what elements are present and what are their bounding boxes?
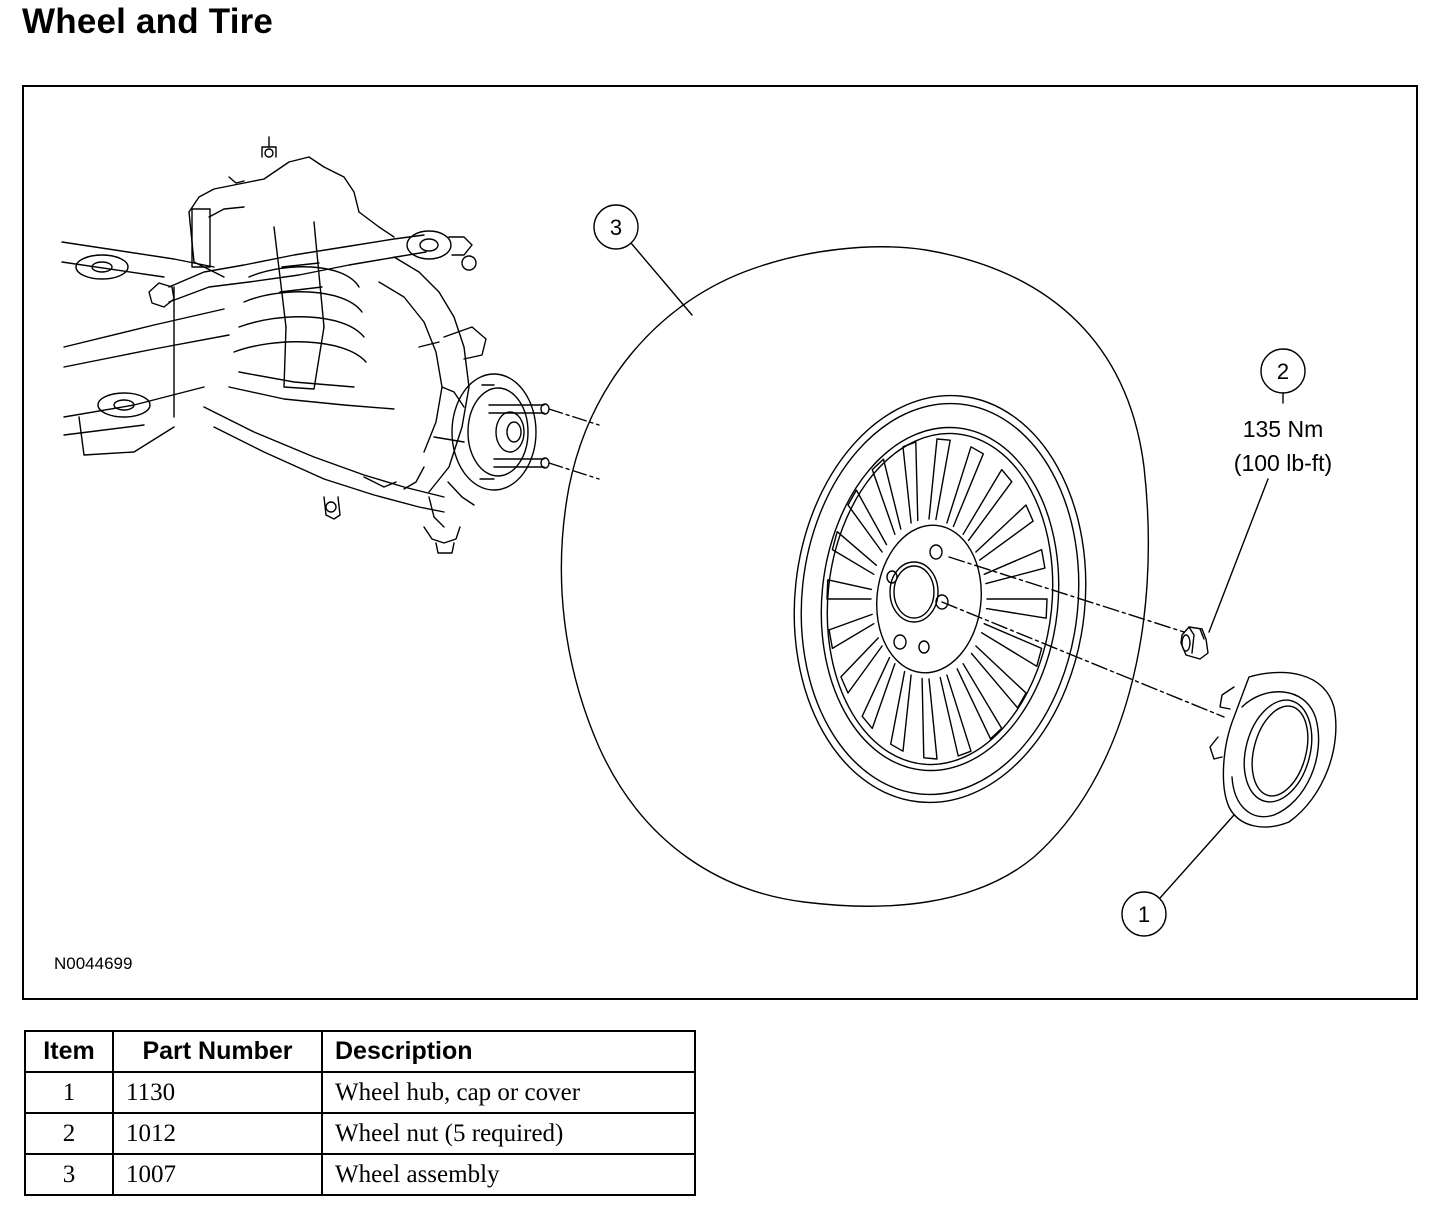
cell-part-number: 1007 [112, 1153, 323, 1196]
callout-1-number: 1 [1138, 902, 1150, 927]
torque-lbft-label: (100 lb-ft) [1234, 450, 1332, 476]
wheel-spoke [902, 441, 919, 524]
cell-part-number: 1012 [112, 1112, 323, 1155]
wheel-spoke [983, 548, 1046, 585]
wheel-spoke [847, 489, 888, 553]
wheel-spoke [946, 446, 984, 528]
wheel-spoke [956, 663, 1003, 740]
wheel-spoke [985, 598, 1048, 619]
callout-3-number: 3 [610, 215, 622, 240]
wheel-nut-illustration [1180, 626, 1209, 660]
cell-description: Wheel assembly [321, 1153, 696, 1196]
cell-part-number: 1130 [112, 1071, 323, 1114]
nut-centerline [948, 556, 1185, 633]
diagram-frame: 3 2 135 Nm (100 lb-ft) 1 N0044699 [22, 85, 1418, 1000]
table-row: 3 1007 Wheel assembly [24, 1153, 696, 1196]
wheel-spoke [828, 613, 875, 650]
parts-table: Item Part Number Description 1 1130 Whee… [24, 1030, 696, 1196]
cell-description: Wheel nut (5 required) [321, 1112, 696, 1155]
wheel-spoke [939, 674, 972, 757]
page-title: Wheel and Tire [22, 2, 274, 41]
table-row: 2 1012 Wheel nut (5 required) [24, 1112, 696, 1155]
callout-1 [1121, 814, 1235, 937]
cell-item: 1 [24, 1071, 114, 1114]
callout-3 [593, 204, 693, 316]
callout-2 [1208, 348, 1306, 633]
hub-cap-illustration [1209, 671, 1337, 828]
cell-item: 2 [24, 1112, 114, 1155]
callout-2-number: 2 [1277, 359, 1289, 384]
cell-description: Wheel hub, cap or cover [321, 1071, 696, 1114]
wheel-spoke [962, 468, 1013, 542]
wheel-spoke [826, 579, 873, 600]
exploded-view-diagram: 3 2 135 Nm (100 lb-ft) 1 [61, 136, 1337, 937]
tire-illustration [560, 246, 1149, 907]
figure-id: N0044699 [54, 954, 133, 973]
wheel-spoke [890, 670, 912, 752]
wheel-spoke [840, 637, 883, 694]
stud-centerline-lower [548, 462, 600, 480]
wheel-spokes [826, 438, 1048, 760]
wheel-illustration [793, 394, 1087, 804]
header-part-number: Part Number [112, 1030, 323, 1073]
wheel-spoke [831, 531, 878, 575]
wheel-spoke [921, 677, 938, 760]
cap-centerline [941, 601, 1225, 718]
wheel-spoke [871, 458, 902, 535]
wheel-spoke [975, 504, 1034, 561]
wheel-spoke [970, 645, 1027, 709]
table-row: 1 1130 Wheel hub, cap or cover [24, 1071, 696, 1114]
table-header-row: Item Part Number Description [24, 1030, 696, 1073]
cell-item: 3 [24, 1153, 114, 1196]
stud-centerline-upper [548, 408, 600, 426]
header-item: Item [24, 1030, 114, 1073]
header-description: Description [321, 1030, 696, 1073]
rear-suspension-illustration [61, 136, 550, 554]
wheel-spoke [861, 656, 896, 730]
torque-nm-label: 135 Nm [1243, 416, 1324, 442]
wheel-spoke [928, 438, 951, 521]
wheel-spoke [980, 623, 1043, 667]
